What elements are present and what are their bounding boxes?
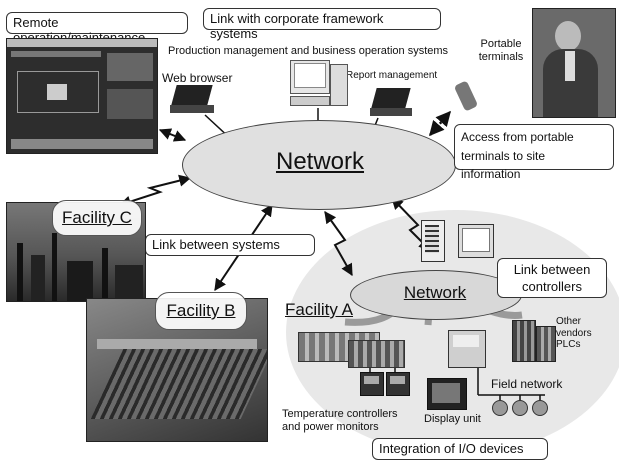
temp-controller-1 — [360, 372, 384, 396]
label-report-management: Report management — [346, 70, 438, 81]
label-production: Production management and business opera… — [168, 45, 449, 57]
field-node-1 — [492, 400, 508, 416]
main-network-ellipse — [182, 120, 456, 210]
facility-b-label: Facility B — [155, 292, 247, 330]
field-node-3 — [532, 400, 548, 416]
label-field-network: Field network — [491, 377, 563, 391]
callout-link-controllers: Link between controllers — [497, 258, 607, 298]
label-other-vendors: Other vendors PLCs — [556, 316, 592, 350]
other-vendor-plc-2 — [536, 326, 556, 362]
production-pc — [290, 60, 350, 108]
display-unit-device — [427, 378, 467, 410]
controller-server — [421, 220, 445, 262]
plc-central — [448, 330, 486, 368]
callout-io-devices: Integration of I/O devices — [372, 438, 548, 460]
facility-c-label: Facility C — [52, 200, 142, 236]
temp-controller-2 — [386, 372, 410, 396]
label-display-unit: Display unit — [424, 413, 481, 425]
remote-operation-screen — [6, 38, 158, 154]
controller-monitor — [458, 224, 494, 258]
callout-portable-access: Access from portable terminals to site i… — [454, 124, 614, 181]
portable-phone — [453, 80, 479, 112]
report-laptop — [370, 88, 414, 118]
link-portable-dotted — [429, 110, 451, 137]
web-browser-laptop — [170, 85, 214, 115]
callout-link-systems: Link between systems — [145, 234, 315, 256]
facility-a-label: Facility A — [285, 300, 354, 319]
plc-rack-center — [348, 340, 405, 368]
label-web-browser: Web browser — [162, 71, 233, 85]
link-controller — [391, 197, 431, 251]
label-portable-terminals: Portable terminals — [478, 38, 524, 63]
field-node-2 — [512, 400, 528, 416]
sub-network-label: Network — [403, 283, 467, 302]
callout-corporate: Link with corporate framework systems — [203, 8, 441, 41]
label-temp-controllers: Temperature controllers and power monito… — [282, 408, 398, 433]
callout-remote: Remote operation/maintenance — [6, 12, 188, 45]
main-network-label: Network — [275, 148, 365, 175]
link-facility-c — [118, 174, 192, 208]
other-vendor-plc-1 — [512, 320, 536, 362]
link-main-to-a — [324, 211, 353, 277]
businessman-photo — [532, 8, 616, 118]
sub-network-ellipse — [350, 270, 522, 320]
link-remote-network — [158, 128, 187, 142]
